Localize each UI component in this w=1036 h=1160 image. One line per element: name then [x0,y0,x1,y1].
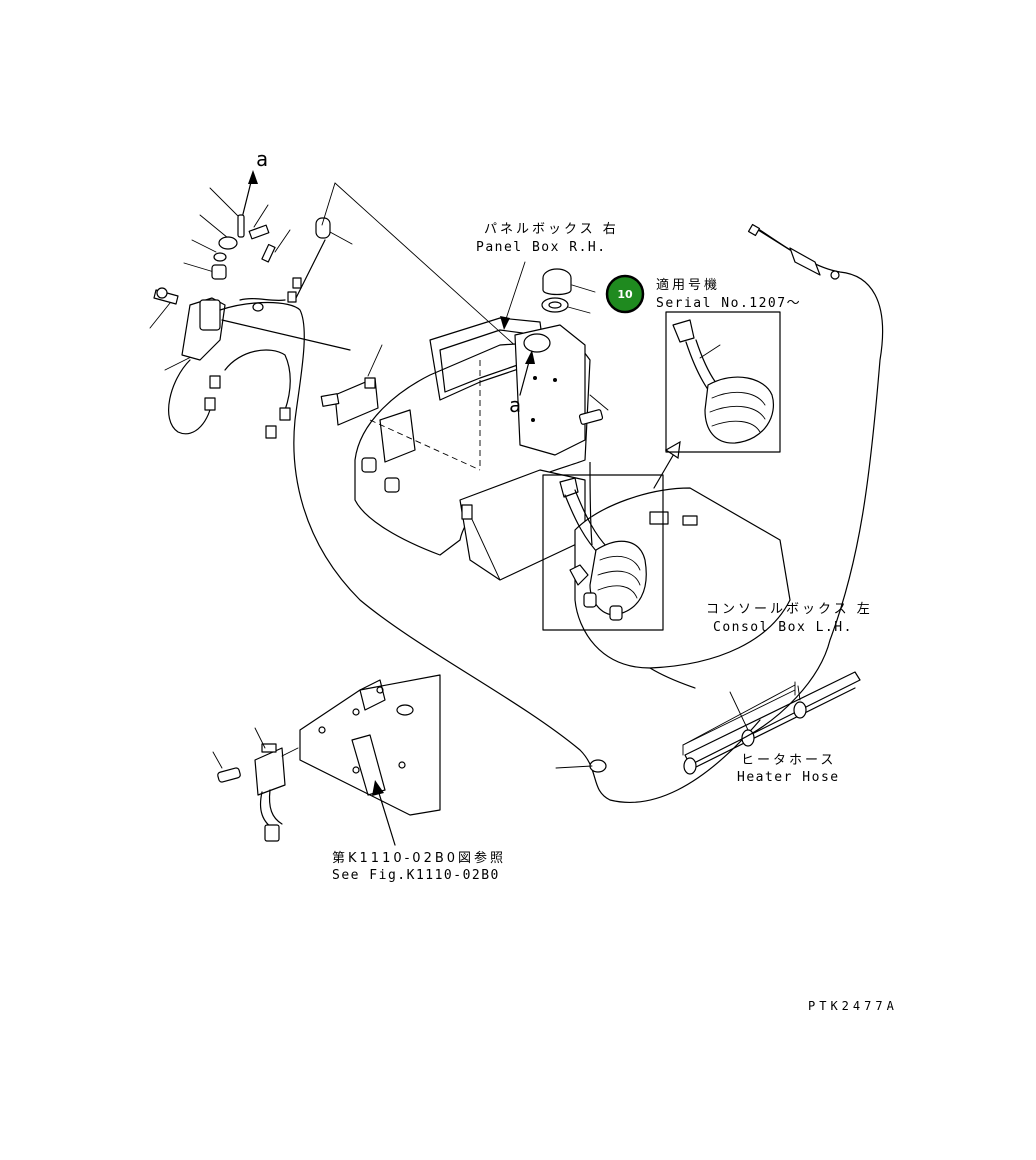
heater-hose-label-en: Heater Hose [737,770,840,785]
serial-label-en: Serial No.1207～ [656,296,801,311]
console-box-label-en: Consol Box L.H. [713,620,853,635]
see-fig-label-jp: 第K1110-02B0図参照 [332,850,506,866]
heater-hose-label-jp: ヒータホース [741,753,836,768]
leader-line [321,182,336,226]
leader-line [334,182,521,351]
leader-line [504,261,526,323]
console-box-lh [542,440,791,689]
bracket-plate [320,344,383,426]
badge-circle [605,274,645,314]
ref-mark-a-panel: a [509,393,521,417]
ref-mark-a-top: a [256,147,268,171]
switch-assembly [149,170,761,803]
badge-number: 10 [617,288,633,301]
lower-bracket [212,674,441,846]
panel-box-label-jp: パネルボックス 右 [484,222,619,237]
knob-parts [541,268,596,314]
drawing-code: PTK2477A [808,999,898,1013]
heater-hose [555,223,884,775]
console-box-label-jp: コンソールボックス 左 [706,602,873,617]
detail-view [665,311,781,453]
serial-label-jp: 適用号機 [656,277,720,293]
see-fig-label-en: See Fig.K1110-02B0 [332,868,500,883]
panel-box-rh [354,317,609,581]
serial-badge: 10 [605,274,645,314]
panel-box-label-en: Panel Box R.H. [476,240,607,255]
